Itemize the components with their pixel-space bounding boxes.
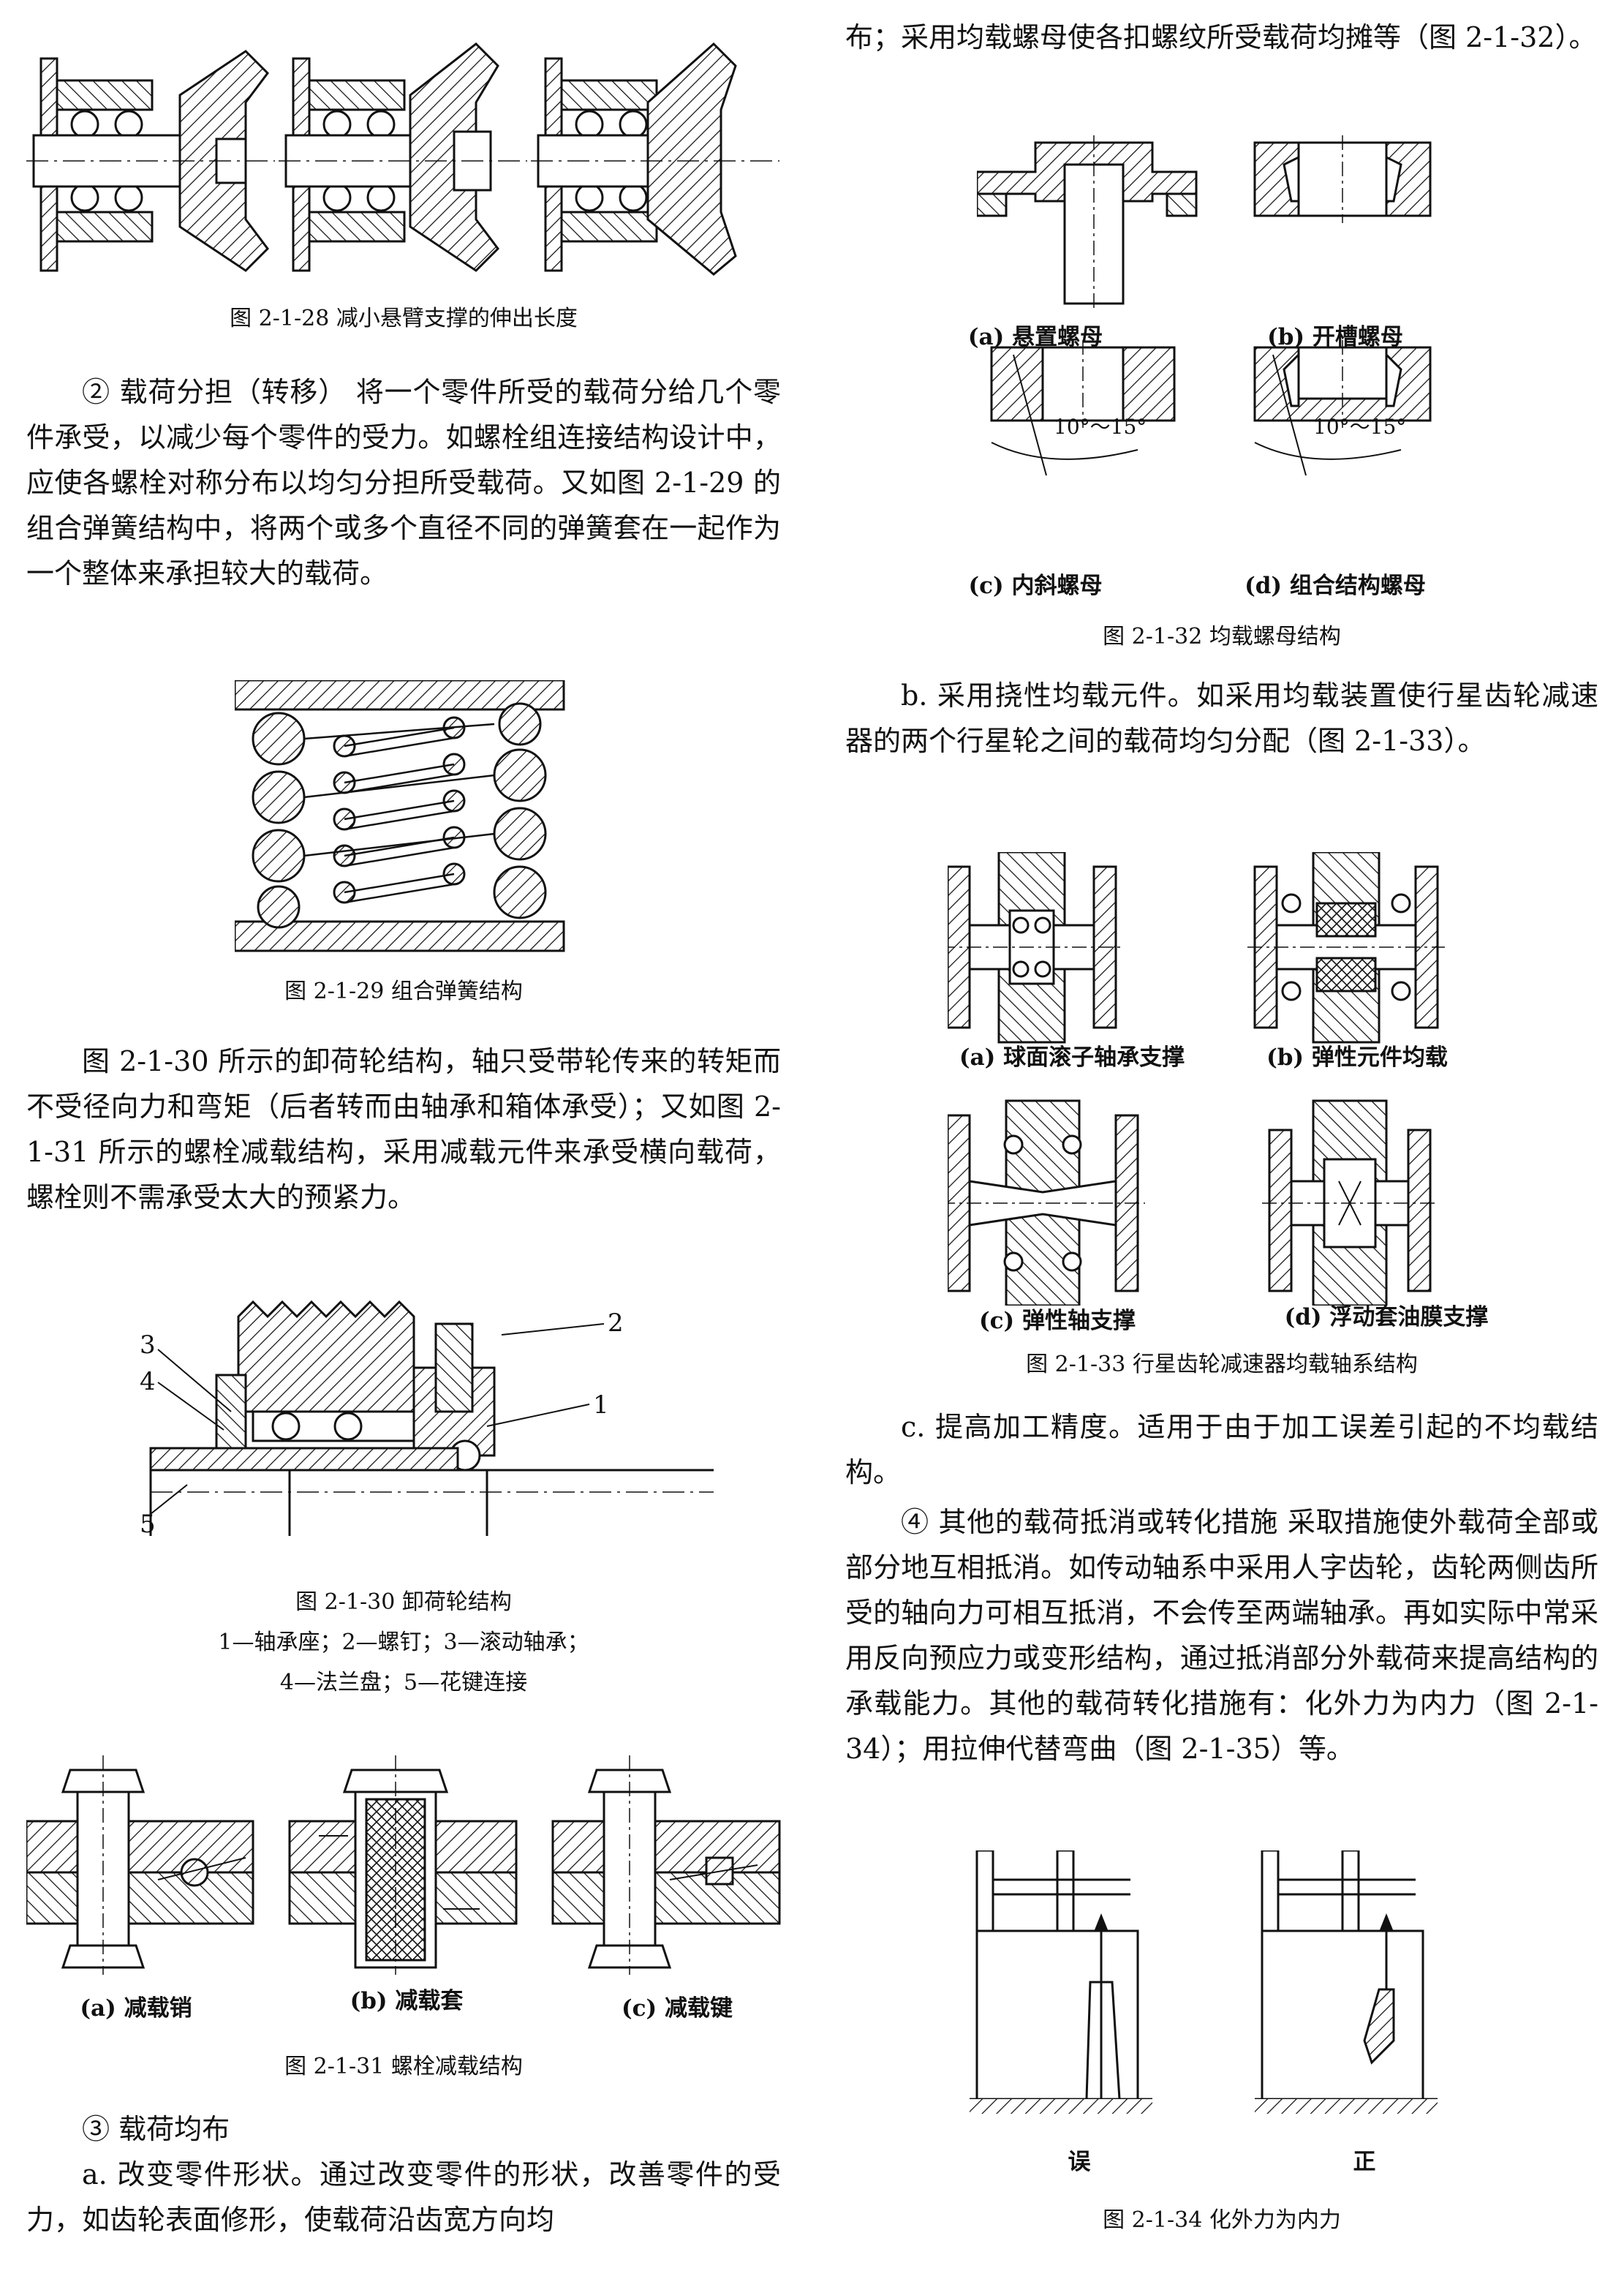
fig32-angle-c: 10°～15°: [1054, 415, 1147, 439]
heading-load-distribution: ③ 载荷均布: [82, 2113, 230, 2145]
figure-2-1-30-legend-line-1: 1—轴承座；2—螺钉；3—滚动轴承；: [218, 1630, 589, 1655]
figure-2-1-30-legend-line-2: 4—法兰盘；5—花键连接: [279, 1670, 528, 1695]
paragraph-precision: c. 提高加工精度。适用于由于加工误差引起的不均载结构。: [845, 1411, 1598, 1488]
fig30-label-2: 2: [608, 1308, 624, 1338]
paragraph-flexible-elements: b. 采用挠性均载元件。如采用均载装置使行星齿轮减速器的两个行星轮之间的载荷均匀…: [845, 679, 1598, 757]
fig34-sub-right: 正: [1353, 2149, 1376, 2175]
figure-2-1-30: 1 2 3 4 5: [140, 1300, 714, 1539]
fig30-label-1: 1: [593, 1390, 609, 1420]
figure-2-1-30-caption: 图 2-1-30 卸荷轮结构: [295, 1589, 512, 1615]
figure-2-1-29-caption: 图 2-1-29 组合弹簧结构: [284, 979, 523, 1004]
paragraph-load-sharing: ② 载荷分担（转移） 将一个零件所受的载荷分给几个零件承受，以减少每个零件的受力…: [26, 376, 781, 590]
figure-2-1-28: [26, 42, 779, 276]
fig33-sub-b: (b) 弹性元件均载: [1266, 1044, 1448, 1071]
fig33-sub-c: (c) 弹性轴支撑: [978, 1308, 1136, 1334]
fig32-sub-a: (a) 悬置螺母: [967, 324, 1103, 350]
figure-2-1-28-caption: 图 2-1-28 减小悬臂支撑的伸出长度: [230, 306, 578, 331]
figure-2-1-31-caption: 图 2-1-31 螺栓减载结构: [284, 2054, 523, 2079]
figure-2-1-32-caption: 图 2-1-32 均载螺母结构: [1103, 624, 1341, 649]
fig30-label-3: 3: [140, 1330, 156, 1360]
figure-2-1-29: [235, 680, 565, 952]
fig34-sub-wrong: 误: [1068, 2149, 1091, 2175]
fig32-sub-c: (c) 内斜螺母: [968, 573, 1103, 599]
fig33-sub-a: (a) 球面滚子轴承支撑: [959, 1044, 1185, 1071]
fig32-angle-d: 10°～15°: [1313, 415, 1406, 439]
fig30-label-4: 4: [140, 1367, 156, 1396]
figure-2-1-34-caption: 图 2-1-34 化外力为内力: [1103, 2207, 1341, 2233]
fig30-label-5: 5: [140, 1510, 156, 1539]
paragraph-top-continued: 布；采用均载螺母使各扣螺纹所受载荷均摊等（图 2-1-32）。: [845, 21, 1597, 53]
fig32-sub-b: (b) 开槽螺母: [1267, 324, 1403, 350]
figure-2-1-31: [26, 1755, 781, 1975]
fig31-sub-c: (c) 减载键: [621, 1995, 733, 2022]
fig31-sub-a: (a) 减载销: [80, 1995, 192, 2022]
fig32-sub-d: (d) 组合结构螺母: [1245, 573, 1426, 599]
fig31-sub-b: (b) 减载套: [350, 1988, 464, 2014]
figure-2-1-32: 10°～15° 10°～15°: [977, 135, 1432, 476]
paragraph-change-shape: a. 改变零件形状。通过改变零件的形状，改善零件的受力，如齿轮表面修形，使载荷沿…: [26, 2158, 781, 2236]
figure-2-1-33: [948, 852, 1445, 1306]
figure-2-1-34: [970, 1850, 1438, 2114]
figure-2-1-33-caption: 图 2-1-33 行星齿轮减速器均载轴系结构: [1026, 1352, 1418, 1377]
paragraph-unloading: 图 2-1-30 所示的卸荷轮结构，轴只受带轮传来的转矩而不受径向力和弯矩（后者…: [26, 1045, 781, 1213]
fig33-sub-d: (d) 浮动套油膜支撑: [1284, 1304, 1489, 1330]
paragraph-other-measures: ④ 其他的载荷抵消或转化措施 采取措施使外载荷全部或部分地互相抵消。如传动轴系中…: [845, 1506, 1598, 1765]
